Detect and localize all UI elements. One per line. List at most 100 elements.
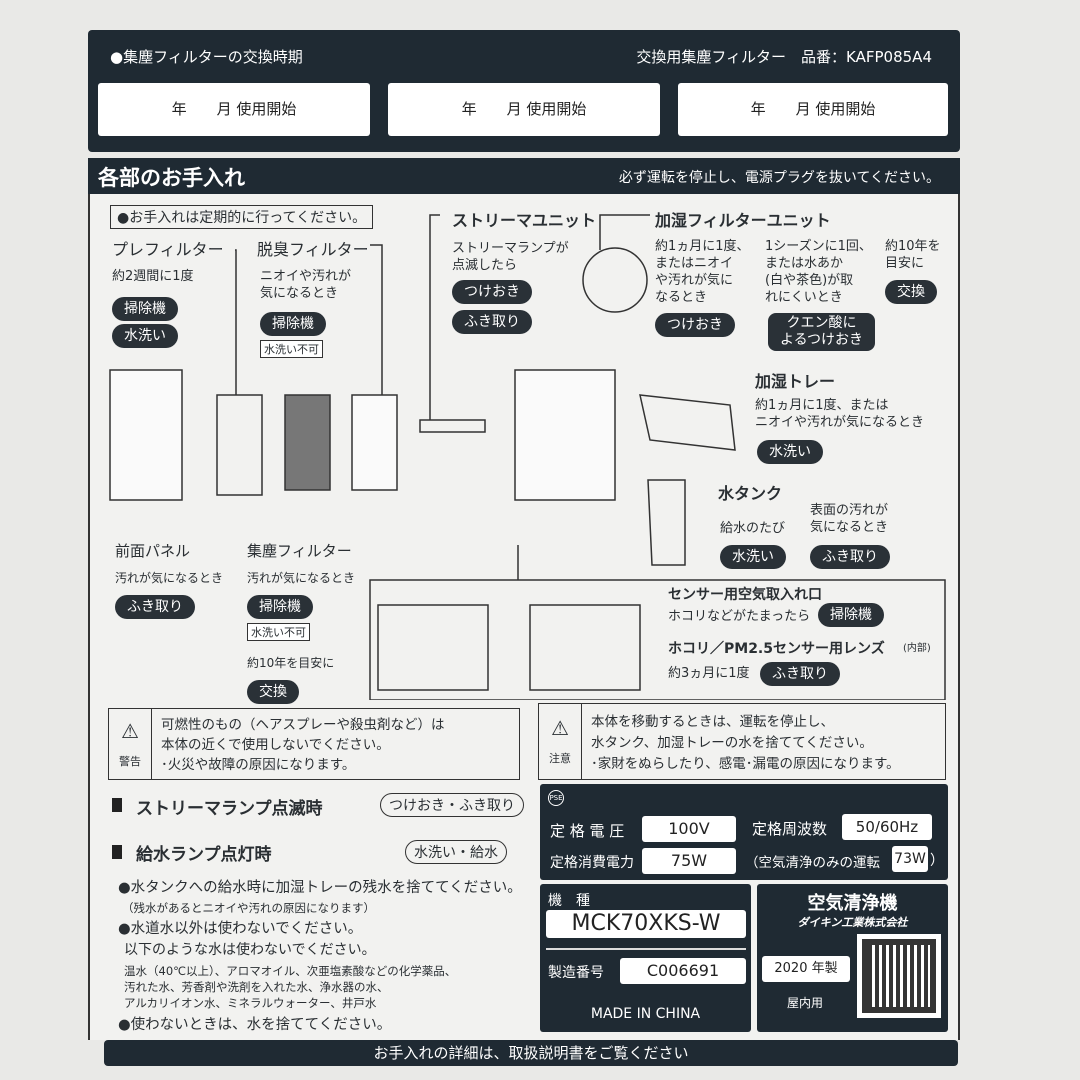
caution-text: 本体を移動するときは、運転を停止し、 水タンク、加湿トレーの水を捨ててください。… — [591, 714, 900, 772]
sensor-lens-label: ホコリ／PM2.5センサー用レンズ — [668, 641, 885, 657]
part-number: 交換用集塵フィルター 品番：KAFP085A4 — [636, 48, 932, 66]
prefilter-wash: 水洗い — [112, 324, 178, 348]
humid-filter-drawing — [582, 247, 648, 313]
note-2-sub: 以下のような水は使わないでください。 — [124, 942, 376, 958]
serial-label: 製造番号 — [548, 965, 604, 981]
serial-value: C006691 — [620, 958, 746, 984]
voltage-label: 定 格 電 圧 — [550, 822, 625, 840]
streamer-leader — [429, 214, 440, 420]
front-panel-freq: 汚れが気になるとき — [115, 571, 224, 585]
voltage-value: 100V — [642, 816, 736, 842]
maker-panel: 空気清浄機 ダイキン工業株式会社 2020 年製 屋内用 — [757, 884, 948, 1032]
front-panel-wipe: ふき取り — [115, 595, 195, 619]
year-suffix: 年製 — [811, 961, 838, 976]
dust-filter-vacuum: 掃除機 — [247, 595, 313, 619]
note-2-detail: 温水（40℃以上）、アロマオイル、次亜塩素酸などの化学薬品、 汚れた水、芳香剤や… — [124, 964, 457, 1010]
power-value: 75W — [642, 848, 736, 874]
tray-freq: 約1ヵ月に1度、または ニオイや汚れが気になるとき — [755, 398, 925, 430]
humid-filter-label: 加湿フィルターユニット — [655, 211, 831, 230]
humid-filter-leader — [599, 214, 650, 250]
main-unit-leader — [369, 545, 946, 700]
prefilter-drawing — [216, 394, 263, 496]
prefilter-label: プレフィルター — [112, 240, 224, 259]
qr-code — [857, 934, 941, 1018]
dust-filter-freq2: 約10年を目安に — [247, 656, 335, 670]
dust-filter-label: 集塵フィルター — [247, 542, 352, 560]
sensor-unit-drawing-2 — [529, 604, 641, 691]
deodorizing-leader — [370, 244, 383, 395]
tray-drawing — [639, 394, 736, 451]
tank-wash: 水洗い — [720, 545, 786, 569]
main-unit-drawing — [514, 369, 616, 501]
sensor-unit-drawing-1 — [377, 604, 489, 691]
warning-label: 警告 — [119, 755, 141, 768]
tank-col1: 給水のたび — [720, 521, 786, 536]
note-2: ●水道水以外は使わないでください。 — [118, 921, 363, 937]
streamer-freq: ストリーマランプが 点滅したら — [452, 241, 569, 273]
model-panel: 機 種 MCK70XKS-W 製造番号 C006691 MADE IN CHIN… — [540, 884, 751, 1032]
dust-filter-no-wash: 水洗い不可 — [247, 623, 310, 641]
warning-icon: ⚠ — [121, 719, 139, 743]
streamer-wipe: ふき取り — [452, 310, 532, 334]
dust-filter-replace: 交換 — [247, 680, 299, 704]
tank-col2: 表面の汚れが 気になるとき — [810, 503, 889, 535]
care-header: 各部のお手入れ 必ず運転を停止し、電源プラグを抜いてください。 — [88, 158, 960, 194]
note-3: ●使わないときは、水を捨ててください。 — [118, 1017, 392, 1033]
prefilter-freq: 約2週間に1度 — [112, 269, 194, 284]
air-only-label: （空気清浄のみの運転 — [745, 855, 880, 871]
tray-wash: 水洗い — [757, 440, 823, 464]
power-label: 定格消費電力 — [550, 855, 634, 871]
water-lamp-label: 給水ランプ点灯時 — [136, 845, 272, 865]
caution-icon: ⚠ — [551, 716, 569, 740]
sensor-inlet-label: センサー用空気取入れ口 — [668, 587, 822, 603]
humid-filter-replace: 交換 — [885, 280, 937, 304]
streamer-lamp-action: つけおき・ふき取り — [380, 793, 524, 817]
front-panel-drawing — [109, 369, 183, 501]
care-notice: 必ず運転を停止し、電源プラグを抜いてください。 — [618, 170, 940, 186]
humid-filter-col1: 約1ヵ月に1度、 またはニオイ や汚れが気に なるとき — [655, 239, 750, 305]
deodorizing-freq: ニオイや汚れが 気になるとき — [260, 269, 352, 301]
date-slot-3[interactable]: 年 月 使用開始 — [678, 83, 948, 136]
water-lamp-icon — [112, 845, 122, 859]
air-only-value: 73W — [892, 846, 928, 872]
caution-label: 注意 — [549, 752, 571, 765]
deodorizing-drawing — [284, 394, 331, 491]
humid-filter-col3: 約10年を 目安に — [885, 239, 941, 271]
product-name: 空気清浄機 — [807, 893, 898, 914]
model-value: MCK70XKS-W — [546, 910, 746, 938]
note-1-sub: （残水があるとニオイや汚れの原因になります） — [122, 901, 375, 915]
prefilter-vacuum: 掃除機 — [112, 297, 178, 321]
filter-replacement-title: ●集塵フィルターの交換時期 — [110, 48, 303, 66]
specs-panel: PSE 定 格 電 圧 100V 定格周波数 50/60Hz 定格消費電力 75… — [540, 784, 948, 880]
humid-filter-citric: クエン酸に よるつけおき — [768, 313, 876, 351]
date-slot-2[interactable]: 年 月 使用開始 — [388, 83, 660, 136]
humid-filter-soak: つけおき — [655, 313, 735, 337]
deodorizing-filter-label: 脱臭フィルター — [257, 240, 369, 259]
year-value: 2020 — [774, 961, 808, 976]
parts-diagram — [109, 214, 946, 700]
air-only-close: ） — [930, 853, 944, 869]
streamer-soak: つけおき — [452, 280, 532, 304]
warning-box: ⚠ 警告 可燃性のもの（ヘアスプレーや殺虫剤など）は 本体の近くで使用しないでく… — [108, 708, 520, 780]
filter-replacement-panel: ●集塵フィルターの交換時期 交換用集塵フィルター 品番：KAFP085A4 年 … — [88, 30, 960, 152]
care-title: 各部のお手入れ — [98, 166, 245, 190]
deodorizing-vacuum: 掃除機 — [260, 312, 326, 336]
company-name: ダイキン工業株式会社 — [797, 916, 908, 929]
origin: MADE IN CHINA — [590, 1006, 701, 1022]
frequency-value: 50/60Hz — [842, 814, 932, 840]
humid-filter-col2: 1シーズンに1回、 または水あか (白や茶色)が取 れにくいとき — [765, 239, 872, 305]
streamer-unit-label: ストリーマユニット — [452, 211, 597, 230]
pse-mark-icon: PSE — [548, 790, 564, 806]
regular-care-note: ●お手入れは定期的に行ってください。 — [110, 205, 374, 229]
streamer-lamp-label: ストリーマランプ点滅時 — [136, 799, 323, 819]
deodorizing-no-wash: 水洗い不可 — [260, 340, 323, 358]
sensor-lens-sub: (内部) — [903, 643, 931, 654]
warning-text: 可燃性のもの（ヘアスプレーや殺虫剤など）は 本体の近くで使用しないでください。 … — [161, 717, 445, 773]
date-slot-1[interactable]: 年 月 使用開始 — [98, 83, 370, 136]
dust-filter-drawing — [351, 394, 398, 491]
caution-box: ⚠ 注意 本体を移動するときは、運転を停止し、 水タンク、加湿トレーの水を捨てて… — [538, 703, 946, 780]
prefilter-leader — [235, 249, 237, 395]
streamer-lamp-icon — [112, 798, 122, 812]
dust-filter-freq: 汚れが気になるとき — [247, 571, 356, 585]
tank-wipe: ふき取り — [810, 545, 890, 569]
